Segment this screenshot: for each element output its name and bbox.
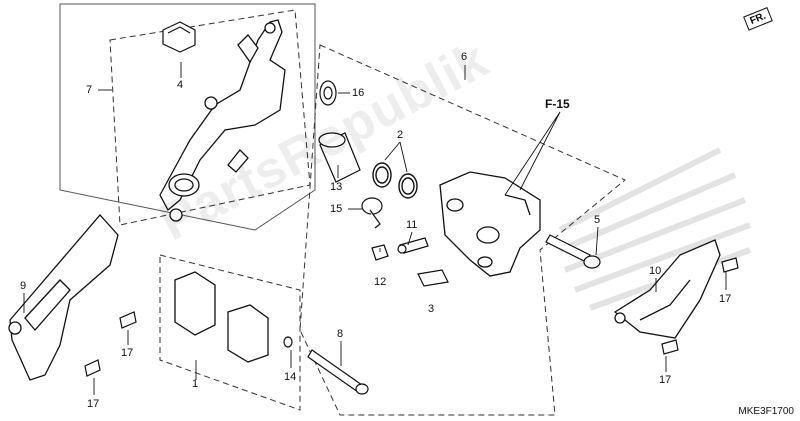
callout-15: 15 bbox=[330, 203, 343, 215]
callout-17-a: 17 bbox=[121, 347, 134, 359]
caliper-body-part bbox=[439, 171, 541, 277]
disc-guard-part bbox=[8, 214, 119, 381]
pin-clip-part bbox=[283, 336, 293, 348]
callout-14: 14 bbox=[284, 371, 297, 383]
pin-plug-part bbox=[417, 269, 449, 287]
diagram-code: MKE3F1700 bbox=[738, 406, 794, 417]
callout-17-d: 17 bbox=[659, 374, 672, 386]
piston-seals-part bbox=[372, 162, 418, 199]
caliper-bracket-part bbox=[159, 19, 286, 222]
callout-4: 4 bbox=[177, 79, 184, 91]
pad-pin-part bbox=[307, 349, 369, 395]
caliper-guard-part bbox=[613, 239, 721, 339]
caliper-assembly-frame bbox=[299, 44, 626, 416]
pad-clip-part bbox=[162, 21, 196, 53]
callout-11: 11 bbox=[406, 219, 418, 231]
caliper-bracket-frame bbox=[59, 3, 316, 231]
callout-1: 1 bbox=[192, 378, 199, 390]
leader-lines bbox=[23, 62, 727, 395]
callout-10: 10 bbox=[649, 265, 662, 277]
bleeder-cap-part bbox=[371, 244, 389, 261]
callout-16: 16 bbox=[352, 87, 365, 99]
section-reference[interactable]: F-15 bbox=[545, 97, 570, 111]
piston-part bbox=[318, 132, 361, 183]
bleeder-valve-part bbox=[397, 237, 429, 254]
callout-8: 8 bbox=[337, 328, 344, 340]
callout-5: 5 bbox=[594, 214, 601, 226]
callout-3: 3 bbox=[428, 303, 435, 315]
callout-2: 2 bbox=[397, 129, 404, 141]
callout-9: 9 bbox=[20, 280, 27, 292]
callout-13: 13 bbox=[330, 181, 343, 193]
slide-pin-part bbox=[545, 234, 601, 269]
pad-set-frame bbox=[159, 254, 301, 411]
callout-7: 7 bbox=[86, 84, 93, 96]
brake-pads-part bbox=[174, 271, 269, 363]
callout-12: 12 bbox=[374, 276, 387, 288]
callout-17-b: 17 bbox=[87, 398, 100, 410]
callout-17-c: 17 bbox=[719, 293, 732, 305]
bleed-screw-part bbox=[361, 197, 383, 229]
bolts-part bbox=[84, 257, 739, 377]
dust-boot-part bbox=[319, 80, 337, 106]
callout-6: 6 bbox=[461, 51, 468, 63]
